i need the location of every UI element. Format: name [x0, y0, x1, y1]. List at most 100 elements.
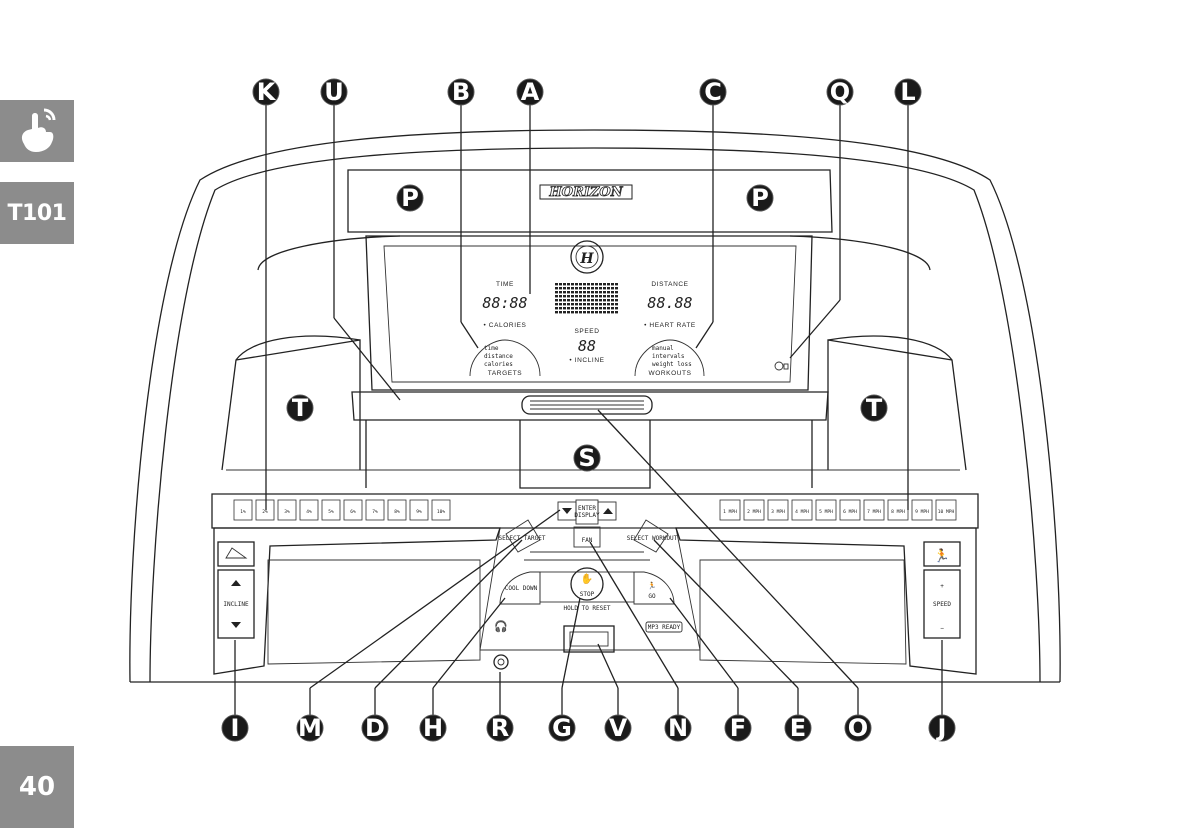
- distance-value: 88.88: [647, 294, 692, 312]
- speed-preset-8-label: 8 MPH: [891, 509, 905, 515]
- right-side-panel: 🏃 + SPEED −: [675, 527, 977, 675]
- cool-down-button[interactable]: [499, 571, 541, 605]
- incline-control-button[interactable]: [217, 569, 255, 639]
- targets-label: TARGETS: [488, 370, 522, 377]
- speed-control-button[interactable]: [923, 569, 961, 639]
- callout-letter: F: [730, 714, 746, 742]
- incline-preset-1-label: 1%: [240, 509, 246, 515]
- callout-letter: O: [848, 714, 868, 742]
- incline-preset-4-button[interactable]: [299, 499, 319, 521]
- incline-preset-10-button[interactable]: [431, 499, 451, 521]
- callout-letter: G: [552, 714, 572, 742]
- accessory-tray: [563, 625, 615, 653]
- touch-hand-icon: [0, 100, 74, 162]
- time-label: TIME: [496, 281, 514, 288]
- workouts-item-intervals: intervals: [652, 353, 685, 360]
- callout-leaders: [234, 104, 943, 716]
- callout-letter: I: [231, 714, 240, 742]
- speed-preset-1-button[interactable]: [719, 499, 741, 521]
- left-side-panel: INCLINE: [213, 527, 501, 675]
- svg-text:H: H: [579, 251, 594, 267]
- incline-preset-3-button[interactable]: [277, 499, 297, 521]
- incline-preset-9-label: 9%: [416, 509, 422, 515]
- incline-preset-1-button[interactable]: [233, 499, 253, 521]
- incline-preset-9-button[interactable]: [409, 499, 429, 521]
- reading-rack: [351, 391, 829, 489]
- incline-preset-5-label: 5%: [328, 509, 334, 515]
- callout-letter: P: [751, 184, 769, 212]
- callout-j-23: J: [928, 714, 956, 742]
- callout-d-14: D: [361, 714, 389, 742]
- speed-preset-6-label: 6 MPH: [843, 509, 857, 515]
- callout-n-19: N: [664, 714, 692, 742]
- stop-sublabel: HOLD TO RESET: [564, 605, 611, 612]
- incline-preset-8-button[interactable]: [387, 499, 407, 521]
- cool-down-label: COOL DOWN: [505, 585, 538, 592]
- enter-label: ENTER: [578, 505, 596, 512]
- callout-letter: P: [401, 184, 419, 212]
- speed-preset-4-button[interactable]: [791, 499, 813, 521]
- stop-button[interactable]: [570, 567, 604, 601]
- speed-preset-10-label: 10 MPH: [938, 509, 955, 515]
- speed-preset-6-button[interactable]: [839, 499, 861, 521]
- callout-k-0: K: [252, 78, 280, 106]
- model-tab: T101: [0, 182, 74, 244]
- callout-letter: T: [866, 394, 883, 422]
- speed-preset-7-button[interactable]: [863, 499, 885, 521]
- speed-preset-5-button[interactable]: [815, 499, 837, 521]
- speed-plus-label: +: [940, 583, 944, 590]
- safety-key-icon: [774, 361, 784, 371]
- speed-preset-10-button[interactable]: [935, 499, 957, 521]
- speed-preset-3-button[interactable]: [767, 499, 789, 521]
- mp3-ready-label: MP3 READY: [648, 624, 681, 631]
- select-workout-button[interactable]: [633, 519, 669, 553]
- center-controls: ENTER DISPLAY FAN SELECT TARGET SELECT W…: [479, 499, 701, 670]
- incline-preset-6-label: 6%: [350, 509, 356, 515]
- stop-hand-icon: ✋: [581, 572, 593, 585]
- speed-preset-9-button[interactable]: [911, 499, 933, 521]
- callout-letter: A: [521, 78, 540, 106]
- callout-m-13: M: [296, 714, 324, 742]
- enter-sublabel: DISPLAY: [574, 512, 600, 519]
- callout-l-6: L: [894, 78, 922, 106]
- callout-h-15: H: [419, 714, 447, 742]
- stop-label: STOP: [580, 591, 595, 598]
- callout-letter: R: [491, 714, 509, 742]
- go-label: GO: [648, 593, 656, 600]
- speed-preset-2-button[interactable]: [743, 499, 765, 521]
- workouts-label: WORKOUTS: [648, 370, 691, 377]
- incline-preset-2-label: 2%: [262, 509, 268, 515]
- targets-item-calories: calories: [484, 361, 513, 368]
- speed-label: SPEED: [574, 328, 599, 335]
- incline-control-label: INCLINE: [223, 601, 249, 608]
- callout-c-4: C: [699, 78, 727, 106]
- mp3-ready-badge: [645, 621, 683, 633]
- fan-button[interactable]: [573, 526, 601, 548]
- incline-preset-7-button[interactable]: [365, 499, 385, 521]
- speed-preset-4-label: 4 MPH: [795, 509, 809, 515]
- speed-preset-9-label: 9 MPH: [915, 509, 929, 515]
- incline-up-button[interactable]: [597, 501, 617, 521]
- runner-icon: 🏃: [934, 548, 950, 563]
- headphone-icon: 🎧: [494, 620, 508, 633]
- audio-jack[interactable]: [493, 654, 509, 670]
- incline-preset-3-label: 3%: [284, 509, 290, 515]
- callout-q-5: Q: [826, 78, 854, 106]
- incline-icon-button[interactable]: [217, 541, 255, 567]
- incline-preset-5-button[interactable]: [321, 499, 341, 521]
- callout-t-10: T: [860, 394, 888, 422]
- callout-letter: D: [365, 714, 385, 742]
- callout-letter: L: [900, 78, 915, 106]
- callout-o-22: O: [844, 714, 872, 742]
- go-runner-icon: 🏃: [648, 581, 657, 590]
- speed-icon-button[interactable]: [923, 541, 961, 567]
- page-number: 40: [0, 746, 74, 828]
- incline-preset-2-button[interactable]: [255, 499, 275, 521]
- heart-rate-label: • HEART RATE: [644, 322, 696, 329]
- incline-preset-6-button[interactable]: [343, 499, 363, 521]
- speed-control-label: SPEED: [933, 601, 951, 608]
- select-target-button[interactable]: [505, 519, 541, 553]
